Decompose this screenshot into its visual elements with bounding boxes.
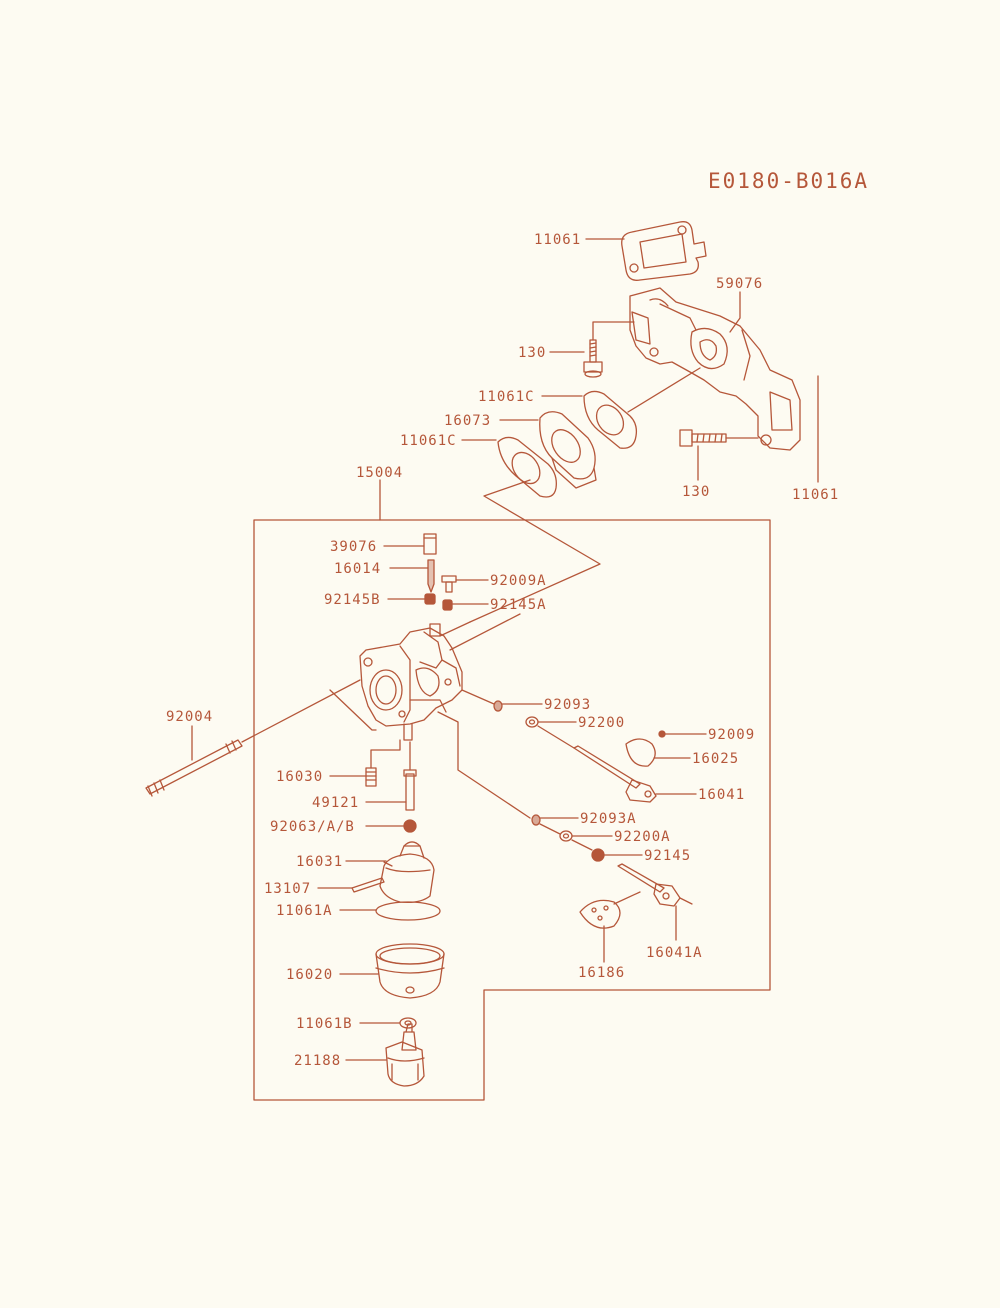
part-16025 [625,738,656,767]
label-11061a: 11061A [276,903,333,919]
label-11061c-a: 11061C [478,389,535,405]
centerline-choke-2 [537,725,575,749]
gasket-11061c-a [583,390,638,449]
part-11061a [375,901,441,921]
label-92200a: 92200A [614,829,671,845]
centerline-throttle [437,711,531,819]
gasket-11061-top [621,221,707,281]
label-21188: 21188 [294,1053,341,1069]
label-130-b: 130 [682,484,710,500]
label-11061-top: 11061 [534,232,581,248]
centerline-16186 [613,891,641,905]
part-16030 [365,767,377,787]
label-16041a: 16041A [646,945,703,961]
label-92200: 92200 [578,715,625,731]
label-92063: 92063/A/B [270,819,355,835]
part-92200a [559,830,573,842]
centerline-body-lower [329,689,377,731]
part-16014 [427,559,435,593]
part-16041a [617,863,693,907]
part-92145b [424,593,436,605]
label-15004: 15004 [356,465,403,481]
part-92145 [591,848,605,862]
part-16186 [579,899,621,929]
part-92093a [531,814,541,826]
leader-130-a-up [592,321,635,341]
label-16073: 16073 [444,413,491,429]
centerline-upper [469,479,601,623]
manifold-59076 [629,287,801,451]
label-39076: 39076 [330,539,377,555]
part-92093 [493,700,503,712]
gasket-11061c-b [497,436,557,498]
part-16041 [573,745,657,803]
carburetor-body [359,623,463,741]
centerline-choke [461,689,495,705]
label-16031: 16031 [296,854,343,870]
part-92063 [403,819,417,833]
label-59076: 59076 [716,276,763,292]
part-92009 [658,730,666,738]
stud-92004 [145,739,243,797]
leader-16030-up [370,739,401,769]
label-16025: 16025 [692,751,739,767]
label-16041: 16041 [698,787,745,803]
centerline-body-to-manifold [449,613,521,651]
part-92145a [442,599,453,611]
label-13107: 13107 [264,881,311,897]
centerline-throttle-3 [571,839,593,851]
label-92009: 92009 [708,727,755,743]
label-92145: 92145 [644,848,691,864]
spacer-16073 [539,411,597,489]
diagram-code: E0180-B016A [708,169,869,193]
label-16186: 16186 [578,965,625,981]
part-16020 [375,943,445,999]
label-16020: 16020 [286,967,333,983]
bolt-130-b [679,429,727,447]
centerline-stud [241,679,361,743]
part-92009a [441,575,457,593]
label-11061-right: 11061 [792,487,839,503]
part-39076 [423,533,437,555]
part-49121 [403,769,417,811]
label-92145a: 92145A [490,597,547,613]
label-92004: 92004 [166,709,213,725]
label-16014: 16014 [334,561,381,577]
label-92093a: 92093A [580,811,637,827]
label-11061c-b: 11061C [400,433,457,449]
centerline-mid [439,621,471,637]
assembly-15004-boundary [253,519,771,1101]
bolt-130-a [583,339,603,378]
label-92145b: 92145B [324,592,381,608]
label-11061b: 11061B [296,1016,353,1032]
part-16031 [379,841,435,904]
label-92009a: 92009A [490,573,547,589]
label-16030: 16030 [276,769,323,785]
label-92093: 92093 [544,697,591,713]
leader-59076 [729,291,741,333]
part-13107 [351,877,385,893]
part-92200 [525,716,539,728]
leader-gasket-to-manifold [627,367,701,413]
label-130-a: 130 [518,345,546,361]
centerline-throttle-2 [539,823,561,835]
label-49121: 49121 [312,795,359,811]
part-21188 [385,1023,425,1087]
